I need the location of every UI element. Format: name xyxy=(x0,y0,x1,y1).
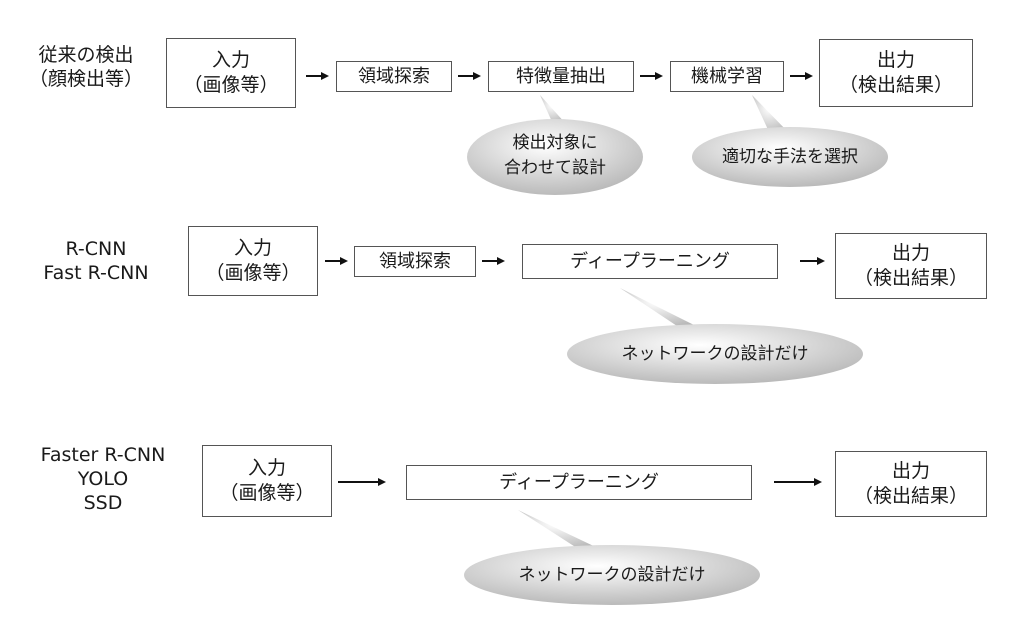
note-bubble-design-for-target xyxy=(467,95,643,195)
row1-note1-text: 検出対象に 合わせて設計 xyxy=(480,131,630,181)
row2-method-label: R-CNN Fast R-CNN xyxy=(18,237,174,285)
row3-label-line3: SSD xyxy=(83,492,123,514)
row2-label-line1: R-CNN xyxy=(65,238,127,260)
row2-note-line1: ネットワークの設計だけ xyxy=(621,344,809,364)
row2-input-line2: （画像等） xyxy=(205,262,301,284)
row1-note1-line2: 合わせて設計 xyxy=(504,158,606,178)
row1-output-line2: （検出結果） xyxy=(838,74,953,96)
row1-input-box: 入力 （画像等） xyxy=(166,38,296,108)
row1-note1-line1: 検出対象に xyxy=(512,133,598,153)
row2-input-box: 入力 （画像等） xyxy=(188,226,318,296)
row2-step-deep-learning: ディープラーニング xyxy=(522,244,778,279)
row3-input-line1: 入力 xyxy=(247,457,286,479)
row1-step-region-search: 領域探索 xyxy=(336,61,452,92)
row3-output-line1: 出力 xyxy=(891,460,930,482)
row1-step-feature-extraction: 特徴量抽出 xyxy=(488,61,634,92)
row1-input-line1: 入力 xyxy=(211,49,250,71)
row2-label-line2: Fast R-CNN xyxy=(43,262,149,284)
row1-note2-line1: 適切な手法を選択 xyxy=(722,147,858,167)
row1-input-line2: （画像等） xyxy=(183,74,279,96)
row1-step-machine-learning: 機械学習 xyxy=(670,61,784,92)
row2-output-box: 出力 （検出結果） xyxy=(835,233,987,299)
row2-note-text: ネットワークの設計だけ xyxy=(585,342,845,367)
row1-output-line1: 出力 xyxy=(876,49,915,71)
row2-step-region-search: 領域探索 xyxy=(354,246,476,277)
row2-output-line2: （検出結果） xyxy=(853,267,968,289)
row3-label-line1: Faster R-CNN xyxy=(40,444,166,466)
row3-note-line1: ネットワークの設計だけ xyxy=(518,565,706,585)
row1-method-label: 従来の検出 （顔検出等） xyxy=(18,43,154,91)
row3-label-line2: YOLO xyxy=(77,468,129,490)
row3-output-line2: （検出結果） xyxy=(853,485,968,507)
row3-input-line2: （画像等） xyxy=(219,482,315,504)
row1-label-line1: 従来の検出 xyxy=(38,44,134,66)
row3-input-box: 入力 （画像等） xyxy=(202,445,332,517)
row3-output-box: 出力 （検出結果） xyxy=(835,451,987,517)
row1-label-line2: （顔検出等） xyxy=(28,68,143,90)
row1-output-box: 出力 （検出結果） xyxy=(819,39,973,107)
row1-note2-text: 適切な手法を選択 xyxy=(700,145,880,170)
note-bubble-network-design-row3 xyxy=(464,510,760,605)
row3-step-deep-learning: ディープラーニング xyxy=(406,465,752,500)
row3-note-text: ネットワークの設計だけ xyxy=(482,563,742,588)
row2-input-line1: 入力 xyxy=(233,237,272,259)
row2-output-line1: 出力 xyxy=(891,242,930,264)
row3-method-label: Faster R-CNN YOLO SSD xyxy=(18,443,188,515)
note-bubble-network-design-row2 xyxy=(567,288,863,384)
note-bubble-select-method xyxy=(692,95,888,187)
